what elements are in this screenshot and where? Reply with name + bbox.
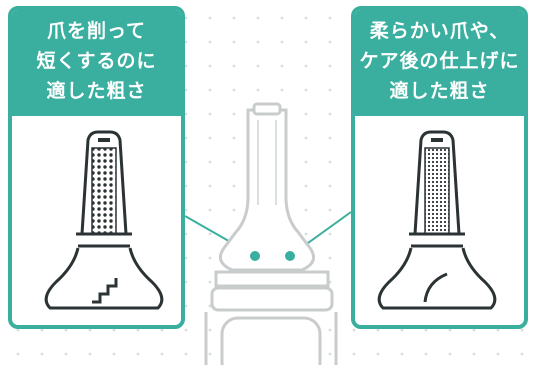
right-connector-dot: [285, 251, 295, 261]
caption-line-3: 適した粗さ: [389, 80, 490, 102]
caption-line-3: 適した粗さ: [46, 80, 147, 102]
device-head: [218, 108, 316, 272]
device-ring: [210, 286, 334, 312]
coarse-file-icon: [44, 130, 164, 310]
device-tip: [252, 102, 282, 116]
caption-line-1: 柔らかい爪や、: [369, 20, 510, 42]
caption-line-2: ケア後の仕上げに: [359, 50, 520, 72]
fine-file-icon: [377, 130, 497, 310]
caption-line-2: 短くするのに: [36, 50, 157, 72]
coarse-grit-card: 爪を削って 短くするのに 適した粗さ: [8, 6, 185, 329]
device-collar: [214, 270, 330, 288]
device-body: [220, 316, 322, 365]
coarse-grit-caption: 爪を削って 短くするのに 適した粗さ: [12, 10, 181, 116]
fine-grit-caption: 柔らかい爪や、 ケア後の仕上げに 適した粗さ: [355, 10, 524, 116]
caption-line-1: 爪を削って: [46, 20, 147, 42]
left-connector-dot: [250, 251, 260, 261]
fine-grit-card: 柔らかい爪や、 ケア後の仕上げに 適した粗さ: [351, 6, 528, 329]
